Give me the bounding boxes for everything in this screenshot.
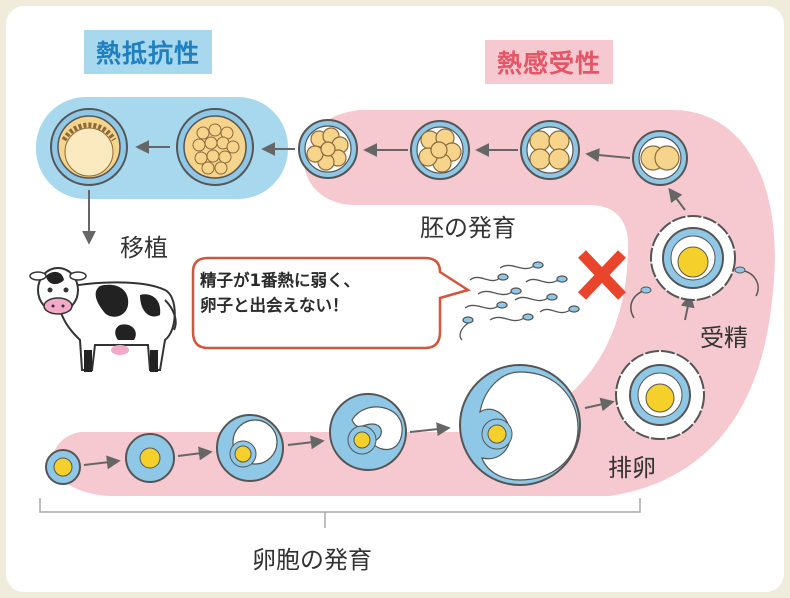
embryo-development-label: 胚の発育 <box>420 214 516 242</box>
follicle-stage-4 <box>329 393 407 471</box>
follicle-stage-5 <box>459 364 581 486</box>
ovulated-egg <box>615 350 705 440</box>
fertilized-egg <box>630 215 759 319</box>
follicle-stage-3 <box>216 414 284 482</box>
embryo-4cell <box>520 120 580 180</box>
morula-cell <box>176 108 254 186</box>
arrow-icon <box>82 140 695 321</box>
speech-bubble-text: 精子が1番熱に弱く、 卵子と出会えない！ <box>200 268 440 318</box>
blastocyst-cell <box>50 108 128 186</box>
heat-sensitivity-title: 熱感受性 <box>485 40 614 84</box>
ovulation-label: 排卵 <box>608 454 656 482</box>
embryo-6cell <box>410 120 470 180</box>
arrow-icon <box>83 397 615 470</box>
heat-sensitive-zone <box>52 110 775 496</box>
follicle-stage-2 <box>125 433 175 483</box>
speech-line-2: 卵子と出会えない！ <box>200 296 349 315</box>
transplant-label: 移植 <box>120 234 168 262</box>
embryo-8cell <box>298 119 358 179</box>
heat-resistance-title: 熱抵抗性 <box>84 30 213 74</box>
cross-mark-icon <box>578 250 626 300</box>
follicle-stage-1 <box>45 449 81 485</box>
cow-icon <box>29 267 177 372</box>
oocyte-development-label: 卵胞の発育 <box>252 546 372 574</box>
sperm-icon <box>459 261 580 341</box>
oocyte-bracket <box>39 498 641 528</box>
fertilization-label: 受精 <box>700 324 748 352</box>
speech-bubble <box>191 256 472 350</box>
speech-line-1: 精子が1番熱に弱く、 <box>200 271 360 290</box>
embryo-2cell <box>632 130 688 186</box>
